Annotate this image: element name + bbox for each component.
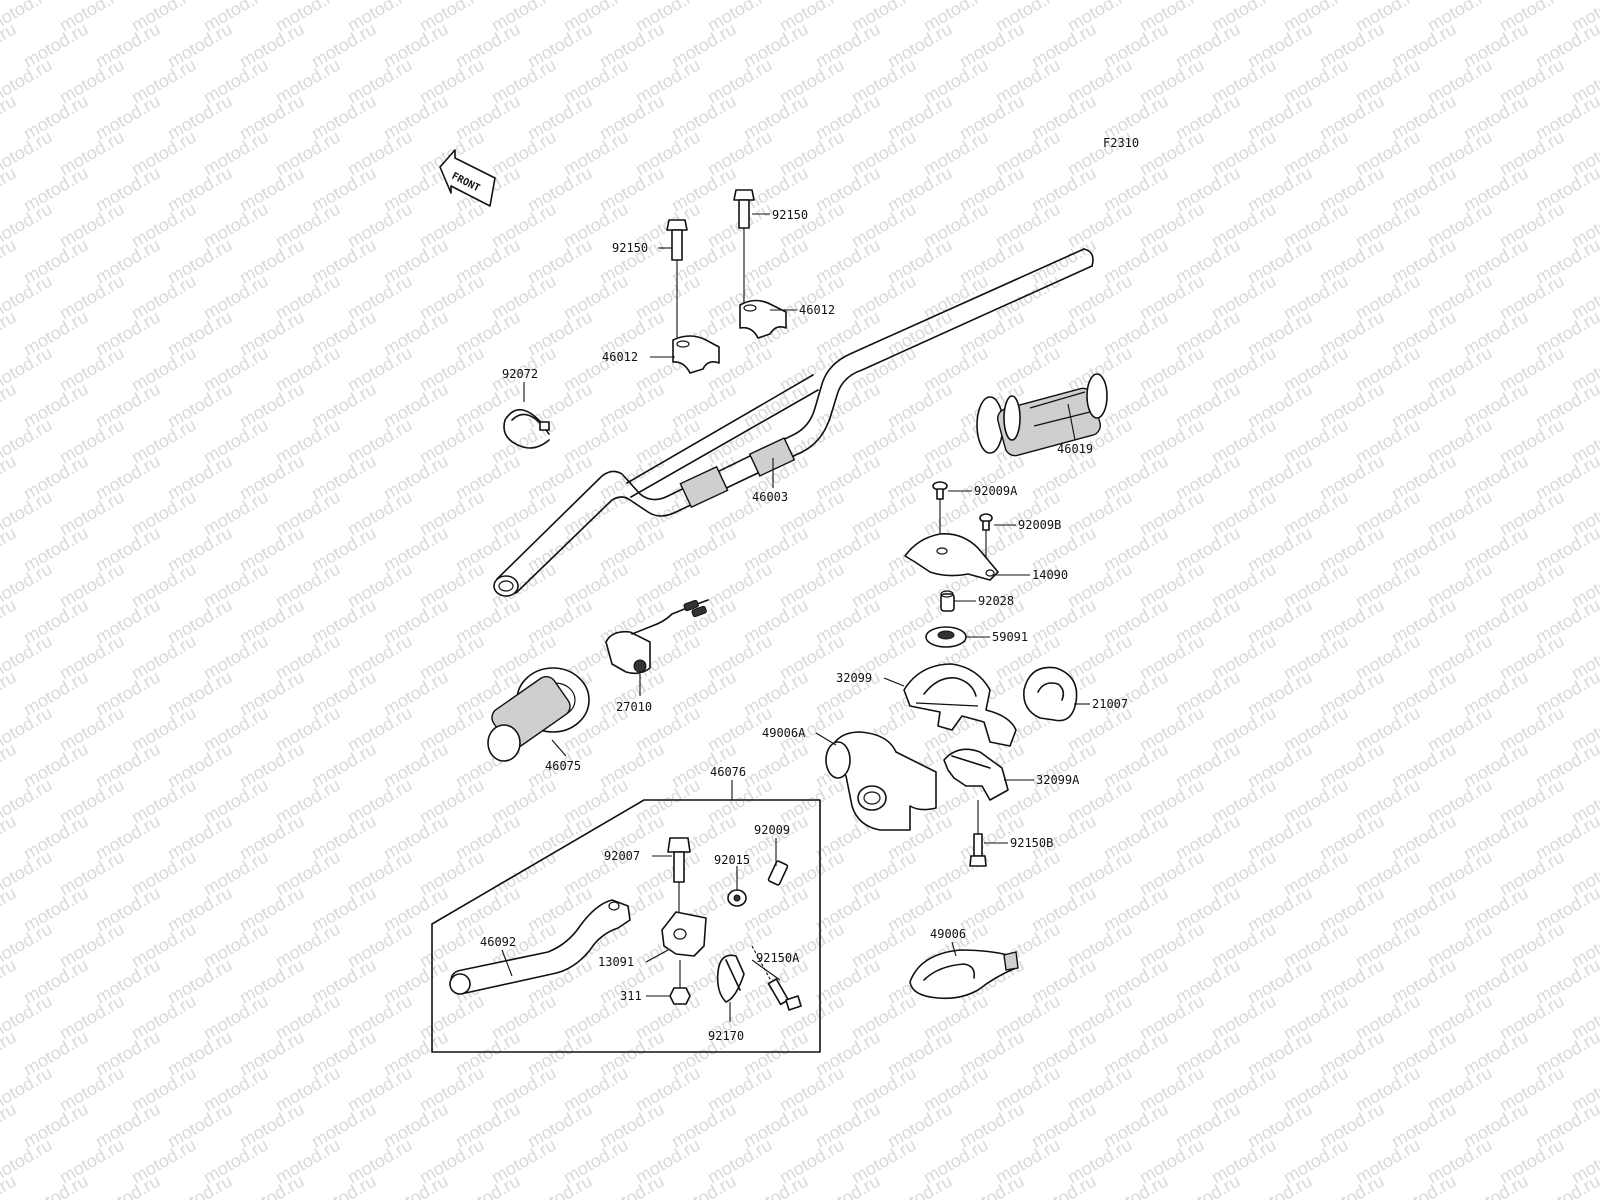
label-46075: 46075 [545,759,581,773]
watermark-text: motod.ru [0,379,20,432]
label-92150A: 92150A [756,951,800,965]
front-arrow-icon: FRONT [439,149,496,207]
label-92150B: 92150B [1010,836,1053,850]
watermark-text: motod.ru [0,19,20,72]
label-92009B: 92009B [1018,518,1061,532]
lever-assembly-box-46076 [431,780,821,1053]
part-labels: 92150 92150 46012 46012 92072 46003 4601… [480,208,1128,1043]
watermark-text: motod.ru [0,163,20,216]
watermark-text: motod.ru [452,1171,524,1200]
label-14090: 14090 [1032,568,1068,582]
nut-311[interactable] [669,960,691,1005]
label-27010: 27010 [616,700,652,714]
watermark-text: motod.ru [524,1171,596,1200]
watermark-text: motod.ru [380,1171,452,1200]
label-13091: 13091 [598,955,634,969]
watermark-text: motod.ru [0,451,20,504]
label-46012: 46012 [799,303,835,317]
watermark-text: motod.ru [0,307,20,360]
cover-49006[interactable] [909,949,1019,1000]
grommet-59091[interactable] [925,626,967,648]
clamp-bolt-92150-left[interactable] [666,219,688,340]
watermark-text: motod.ru [596,1171,668,1200]
label-49006: 49006 [930,927,966,941]
watermark-text: motod.ru [0,523,20,576]
label-92028: 92028 [978,594,1014,608]
watermark-text: motod.ru [0,667,20,720]
bolt-92007[interactable] [667,837,691,926]
watermark-text: motod.ru [812,1171,884,1200]
label-46092: 46092 [480,935,516,949]
label-46012-left: 46012 [602,350,638,364]
watermark-text: motod.ru [1100,1171,1172,1200]
watermark-text: motod.ru [0,811,20,864]
watermark-text: motod.ru [20,1171,92,1200]
watermark-text: motod.ru [0,1171,20,1200]
watermark-text: motod.ru [1532,1171,1600,1200]
cable-guide-21007[interactable] [1023,666,1078,722]
label-92072: 92072 [502,367,538,381]
watermark-text: motod.ru [236,1171,308,1200]
label-92009A: 92009A [974,484,1018,498]
handlebar-46003[interactable] [493,248,1094,597]
lever-46092[interactable] [449,899,631,995]
nut-92015[interactable] [727,889,747,907]
label-46076: 46076 [710,765,746,779]
screw-92009A[interactable] [932,481,948,546]
label-59091: 59091 [992,630,1028,644]
watermark-text: motod.ru [0,91,20,144]
label-32099A: 32099A [1036,773,1080,787]
clamp-bolt-92150-right[interactable] [733,189,755,305]
band-92072[interactable] [503,409,550,449]
throttle-housing-32099[interactable] [903,663,1017,747]
switch-27010[interactable] [605,599,709,675]
grip-46075-left[interactable] [487,667,590,762]
throttle-grip-49006A[interactable] [825,731,937,831]
watermark-text: motod.ru [0,595,20,648]
figure-code: F2310 [1103,136,1139,150]
watermark-text: motod.ru [0,1099,20,1152]
lever-holder-13091[interactable] [661,911,707,957]
watermark-text: motod.ru [884,1171,956,1200]
watermark-text: motod.ru [668,1171,740,1200]
bolt-92150B[interactable] [969,800,987,867]
clamp-92170[interactable] [716,954,745,1003]
watermark-text: motod.ru [308,1171,380,1200]
label-46003: 46003 [752,490,788,504]
label-49006A: 49006A [762,726,806,740]
watermark-text: motod.ru [0,235,20,288]
watermark-text: motod.ru [1388,1171,1460,1200]
watermark-text: motod.ru [92,1171,164,1200]
watermark-text: motod.ru [1028,1171,1100,1200]
watermark-text: motod.ru [0,739,20,792]
adjuster-92009[interactable] [767,860,789,886]
label-21007: 21007 [1092,697,1128,711]
throttle-clamp-32099A[interactable] [943,748,1009,801]
handlebar-clamp-46012-left[interactable] [672,335,720,374]
label-92015: 92015 [714,853,750,867]
label-92150-left: 92150 [612,241,648,255]
label-92009: 92009 [754,823,790,837]
watermark-text: motod.ru [0,955,20,1008]
label-311: 311 [620,989,642,1003]
label-92150: 92150 [772,208,808,222]
watermark-text: motod.ru [1172,1171,1244,1200]
watermark-text: motod.ru [1244,1171,1316,1200]
watermark-text: motod.ru [0,883,20,936]
watermark-text: motod.ru [1316,1171,1388,1200]
watermark-text: motod.ru [0,1027,20,1080]
cover-14090[interactable] [904,532,999,581]
collar-92028[interactable] [940,590,955,612]
label-32099: 32099 [836,671,872,685]
watermark-text: motod.ru [956,1171,1028,1200]
watermark-text: motod.ru [740,1171,812,1200]
label-92170: 92170 [708,1029,744,1043]
label-92007: 92007 [604,849,640,863]
watermark-text: motod.ru [164,1171,236,1200]
label-46019: 46019 [1057,442,1093,456]
watermark-text: motod.ru [1460,1171,1532,1200]
